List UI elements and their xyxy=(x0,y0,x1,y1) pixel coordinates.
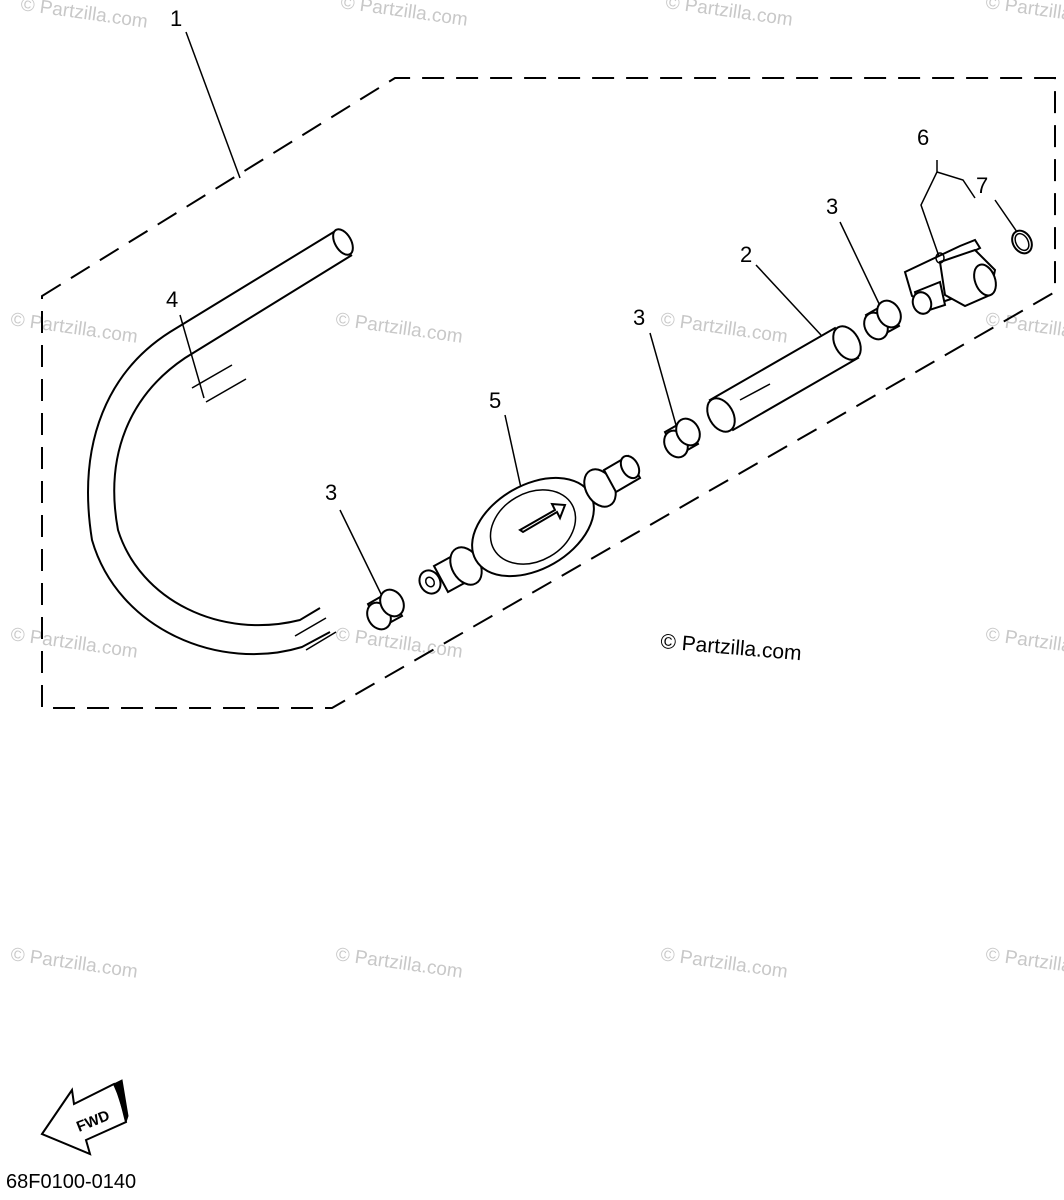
diagram-code: 68F0100-0140 xyxy=(6,1171,136,1193)
callout-5: 5 xyxy=(489,388,501,413)
leader-line-2 xyxy=(755,264,822,336)
fwd-arrow-icon: FWD xyxy=(40,1079,129,1156)
watermark: © Partzilla.com xyxy=(19,0,149,33)
leader-line-6 xyxy=(920,160,943,266)
watermark: © Partzilla.com xyxy=(334,944,464,983)
callout-1: 1 xyxy=(170,6,182,31)
callout-3-middle: 3 xyxy=(633,305,645,330)
hose-clamp-part-3-right xyxy=(863,299,902,341)
watermark: © Partzilla.com xyxy=(334,309,464,348)
fuel-hose-part-2 xyxy=(706,325,862,433)
hose-clamp-part-3-left xyxy=(366,588,405,631)
watermark: © Partzilla.com xyxy=(9,309,139,348)
leader-line-1 xyxy=(185,31,241,179)
leader-line-6-branch xyxy=(936,171,976,199)
callout-3-right: 3 xyxy=(826,194,838,219)
callout-4: 4 xyxy=(166,287,178,312)
leader-line-7 xyxy=(994,199,1018,233)
leader-line-5 xyxy=(504,414,522,489)
watermark: © Partzilla.com xyxy=(984,309,1064,348)
callout-6: 6 xyxy=(917,125,929,150)
watermark: © Partzilla.com xyxy=(984,0,1064,31)
callout-3-left: 3 xyxy=(325,480,337,505)
callout-2: 2 xyxy=(740,242,752,267)
callout-labels: 1 2 3 3 3 4 5 6 7 xyxy=(166,6,988,505)
callout-7: 7 xyxy=(976,173,988,198)
watermark: © Partzilla.com xyxy=(9,624,139,663)
primer-pump-part-5 xyxy=(418,454,642,595)
leader-line-3-left xyxy=(339,509,383,597)
leader-line-3-right xyxy=(839,221,884,313)
fuel-joint-part-6 xyxy=(903,238,997,315)
assembly-boundary xyxy=(41,77,1056,709)
fuel-hose-part-4 xyxy=(87,228,354,656)
copyright-notice: © Partzilla.com xyxy=(660,630,803,665)
watermark: © Partzilla.com xyxy=(984,944,1064,983)
watermark: © Partzilla.com xyxy=(9,944,139,983)
watermark: © Partzilla.com xyxy=(339,0,469,31)
hose-clamp-part-3-middle xyxy=(663,417,701,459)
o-ring-part-7 xyxy=(1011,229,1033,255)
leader-line-4 xyxy=(179,314,205,399)
watermark: © Partzilla.com xyxy=(659,309,789,348)
watermark: © Partzilla.com xyxy=(984,624,1064,663)
watermark: © Partzilla.com xyxy=(659,944,789,983)
watermark: © Partzilla.com xyxy=(664,0,794,31)
leader-line-3-middle xyxy=(649,332,677,426)
